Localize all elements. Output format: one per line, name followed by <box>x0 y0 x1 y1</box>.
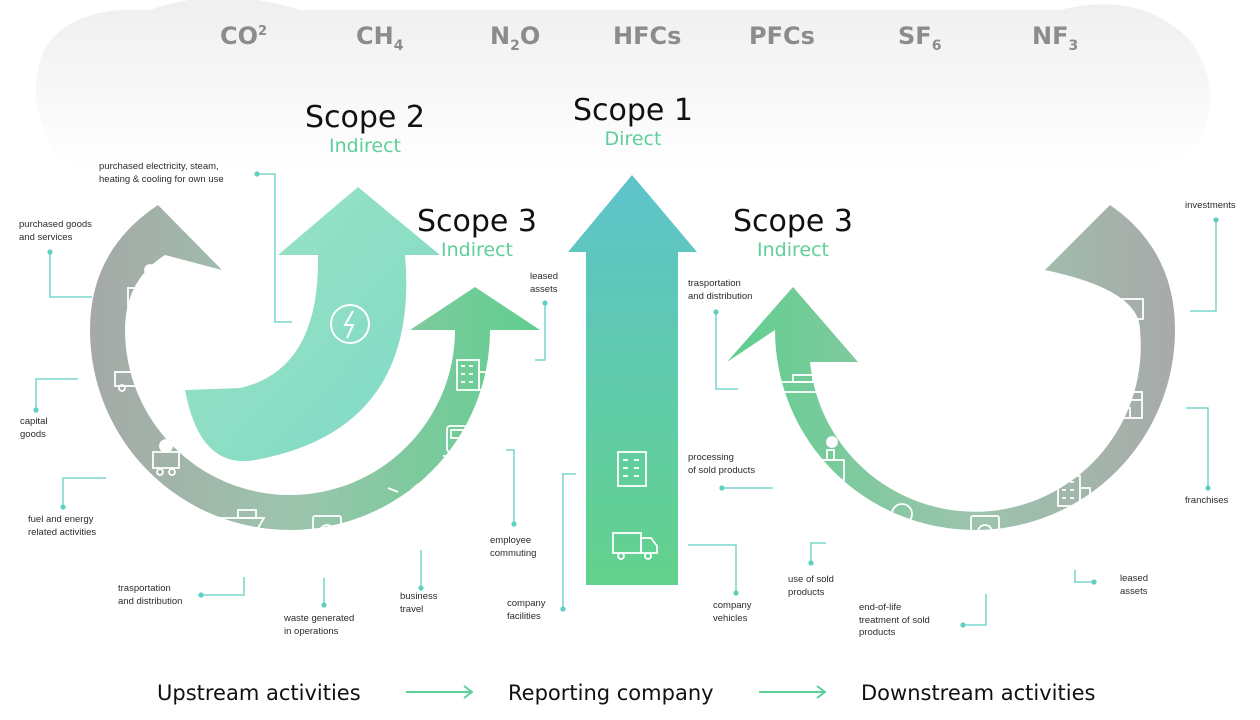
label-leased-assets-upstream: leased assets <box>530 271 558 295</box>
mining-cart-icon <box>152 439 180 476</box>
label-end-of-life: end-of-life treatment of sold products <box>859 602 930 638</box>
scope3-downstream-arrow <box>727 205 1175 530</box>
label-capital-goods: capital goods <box>20 416 48 440</box>
company-truck-icon <box>612 532 658 560</box>
label-company-vehicles: company vehicles <box>713 600 752 624</box>
label-leased-assets-downstream: leased assets <box>1120 573 1148 597</box>
recycle-bin-icon <box>312 515 342 549</box>
label-investments: investments <box>1185 200 1236 211</box>
label-employee-commuting: employee commuting <box>490 535 537 559</box>
office-building-icon <box>456 359 492 391</box>
scope3-upstream-title: Scope 3 <box>416 204 537 239</box>
label-business-travel: business travel <box>400 591 438 615</box>
label-franchises: franchises <box>1185 495 1229 506</box>
scope1-arrow <box>568 175 697 585</box>
scope2-subtitle: Indirect <box>329 135 401 157</box>
train-icon <box>443 425 471 457</box>
scope2-title: Scope 2 <box>304 100 425 135</box>
gas-hfcs: HFCs <box>613 22 682 50</box>
plane-icon <box>387 483 419 515</box>
scope2-heading: Scope 2 Indirect <box>290 100 440 158</box>
scope2-arrow <box>185 187 440 462</box>
label-company-facilities: company facilities <box>507 598 546 622</box>
label-purchased-electricity: purchased electricity, steam, heating & … <box>99 161 224 185</box>
lightning-icon <box>330 304 370 344</box>
gas-sf6: SF6 <box>898 22 942 54</box>
downstream-recycle-bin-icon <box>970 515 1000 549</box>
scope3-downstream-heading: Scope 3 Indirect <box>718 204 868 262</box>
label-fuel-energy: fuel and energy related activities <box>28 514 97 538</box>
leader-dots <box>33 171 1219 628</box>
truck-icon <box>114 371 152 392</box>
svg-text:$: $ <box>1121 304 1127 316</box>
lightbulb-icon <box>891 503 913 537</box>
label-waste: waste generated in operations <box>284 613 355 637</box>
cloud-background <box>36 0 1210 170</box>
scope1-heading: Scope 1 Direct <box>558 93 708 151</box>
downstream-factory-icon <box>811 436 845 481</box>
factory-icon <box>127 264 161 311</box>
scope3-downstream-subtitle: Indirect <box>757 239 829 261</box>
downstream-ship-icon <box>762 374 824 393</box>
scope1-title: Scope 1 <box>572 93 693 128</box>
scope1-subtitle: Direct <box>604 128 662 150</box>
flow-downstream: Downstream activities <box>861 681 1096 705</box>
flow-reporting: Reporting company <box>508 681 714 705</box>
company-building-icon <box>617 451 647 487</box>
gas-co2: CO2 <box>220 22 268 50</box>
label-use-sold-products: use of sold products <box>788 574 834 598</box>
leader-lines <box>35 173 1217 626</box>
flow-arrows <box>406 685 827 699</box>
downstream-building-icon <box>1057 475 1091 507</box>
gas-ch4: CH4 <box>356 22 404 54</box>
label-purchased-goods: purchased goods and services <box>19 219 92 243</box>
scope3-upstream-arrow <box>90 205 540 530</box>
label-transport-upstream: trasportation and distribution <box>118 583 183 607</box>
label-processing: processing of sold products <box>688 452 756 476</box>
money-bill-icon: $ <box>1104 298 1144 320</box>
scope3-upstream-heading: Scope 3 Indirect <box>402 204 552 262</box>
gas-pfcs: PFCs <box>749 22 815 50</box>
gas-n2o: N2O <box>490 22 541 54</box>
scope3-downstream-title: Scope 3 <box>732 204 853 239</box>
scope3-upstream-subtitle: Indirect <box>441 239 513 261</box>
label-transport-downstream: trasportation and distribution <box>688 278 753 302</box>
shop-icon <box>1109 391 1143 419</box>
flow-upstream: Upstream activities <box>157 681 361 705</box>
gas-nf3: NF3 <box>1032 22 1079 54</box>
ship-icon <box>206 509 266 529</box>
